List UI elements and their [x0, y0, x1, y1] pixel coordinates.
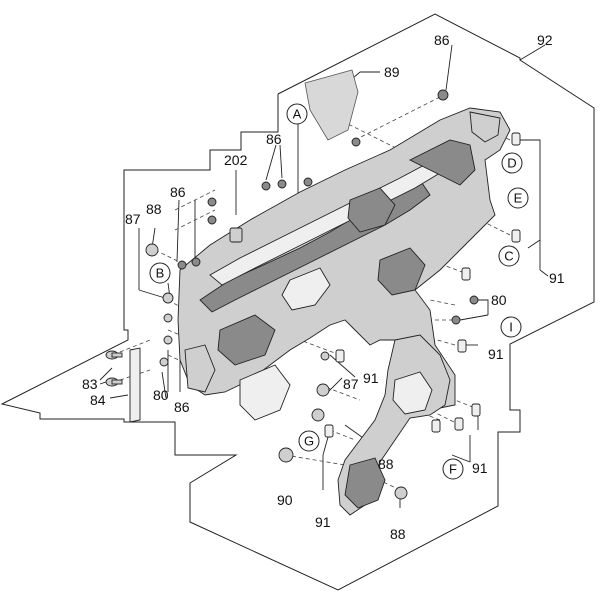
main-housing	[177, 107, 511, 421]
label-88-lowright: 88	[390, 526, 406, 542]
callout-d-circle	[501, 152, 523, 174]
label-80-left: 80	[153, 387, 169, 403]
part-numbers: 86 92 89 86 202 86 87 88 91 80 91 87 91 …	[82, 32, 565, 542]
callout-e-circle	[507, 187, 529, 209]
callout-c-circle	[498, 245, 520, 267]
label-91-center: 91	[363, 370, 379, 386]
assembly-frame	[0, 13, 595, 591]
callout-bubbles: A B C D E F G I	[149, 103, 529, 480]
label-84: 84	[90, 392, 106, 408]
label-91-bottom: 91	[315, 514, 331, 530]
fasteners	[145, 89, 521, 500]
callout-g: G	[304, 434, 314, 449]
callout-f: F	[449, 462, 457, 477]
label-86-left: 86	[174, 399, 190, 415]
grip-section	[337, 334, 451, 516]
label-88-left: 88	[146, 201, 162, 217]
callout-a: A	[293, 107, 302, 122]
label-88-bottom: 88	[378, 456, 394, 472]
callout-d: D	[507, 156, 516, 171]
label-91-mid: 91	[488, 346, 504, 362]
label-80-right: 80	[491, 292, 507, 308]
callout-a-circle	[286, 103, 308, 125]
label-202: 202	[224, 152, 248, 168]
label-91-right: 91	[549, 270, 565, 286]
callout-i-circle	[500, 316, 522, 338]
callout-e: E	[514, 191, 523, 206]
callout-b-circle	[149, 262, 171, 284]
label-90: 90	[277, 492, 293, 508]
label-91-lower: 91	[472, 460, 488, 476]
label-86-b: 86	[170, 184, 186, 200]
callout-g-circle	[298, 430, 320, 452]
label-87-mid: 87	[343, 376, 359, 392]
label-86-top: 86	[434, 32, 450, 48]
label-83: 83	[82, 376, 98, 392]
label-87-left: 87	[125, 211, 141, 227]
callout-f-circle	[442, 458, 464, 480]
callout-b: B	[156, 266, 165, 281]
plate-84	[105, 347, 141, 423]
callout-i: I	[509, 320, 513, 335]
label-92: 92	[537, 32, 553, 48]
label-86-a: 86	[266, 131, 282, 147]
callout-c: C	[504, 249, 513, 264]
window-panel-89	[304, 69, 359, 141]
label-89: 89	[384, 64, 400, 80]
